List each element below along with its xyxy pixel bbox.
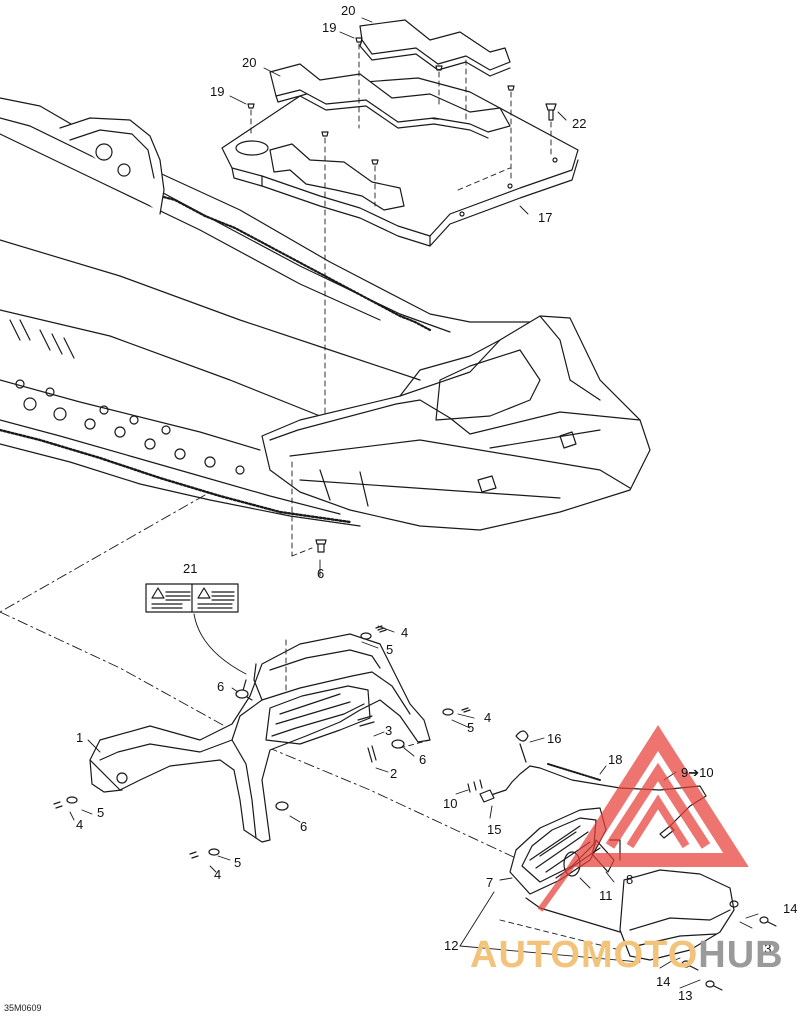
- callout-11: 11: [599, 888, 613, 903]
- warning-decal: [145, 583, 239, 613]
- callout-14-right: 14: [783, 901, 798, 916]
- callout-13-right: 13: [757, 941, 772, 956]
- callout-10: 10: [443, 796, 458, 811]
- callout-1: 1: [76, 730, 84, 745]
- rear-bumper-seat-base: [261, 315, 651, 531]
- bolt-6-upper: [315, 539, 327, 553]
- callout-9-to-10: 9➔10: [681, 765, 714, 780]
- callout-6-c: 6: [419, 752, 427, 767]
- retainer-bracket-middle: [269, 63, 511, 139]
- tunnel-chassis: [0, 97, 541, 527]
- callout-20-lower: 20: [242, 55, 257, 70]
- watermark-brand-part1: AUTOMOTO: [470, 934, 699, 976]
- retainer-bracket-lower: [269, 143, 405, 211]
- callout-18: 18: [608, 752, 623, 767]
- callout-6-d: 6: [300, 819, 308, 834]
- rivet-19-set: [247, 37, 515, 165]
- callout-22: 22: [572, 116, 587, 131]
- rear-grab-handle: [89, 633, 431, 843]
- callout-17: 17: [538, 210, 553, 225]
- watermark-text: AUTOMOTOHUB: [470, 935, 784, 975]
- callout-6-upper: 6: [317, 566, 325, 581]
- callout-8: 8: [626, 872, 634, 887]
- watermark-logo: [537, 725, 749, 912]
- callout-19-upper: 19: [322, 20, 337, 35]
- callout-2: 2: [390, 766, 398, 781]
- callout-12: 12: [444, 938, 459, 953]
- document-code: 35M0609: [4, 1003, 42, 1013]
- fastener-set-lower: [53, 625, 471, 859]
- callout-7: 7: [486, 875, 494, 890]
- callout-5-c: 5: [97, 805, 105, 820]
- screw-13-14-set: [681, 900, 777, 991]
- screw-22: [545, 103, 557, 121]
- callout-14-bottom: 14: [656, 974, 671, 989]
- callout-4-b: 4: [484, 710, 492, 725]
- callout-3: 3: [385, 723, 393, 738]
- callout-20-upper: 20: [341, 3, 356, 18]
- callout-19-lower: 19: [210, 84, 225, 99]
- callout-15: 15: [487, 822, 502, 837]
- callout-4-d: 4: [214, 867, 222, 882]
- callout-6-b: 6: [217, 679, 225, 694]
- retainer-bracket-upper: [359, 19, 511, 77]
- callout-4-a: 4: [401, 625, 409, 640]
- tail-light-assembly: [509, 807, 735, 961]
- callout-5-b: 5: [467, 720, 475, 735]
- callout-13-bottom: 13: [678, 988, 693, 1003]
- callout-16: 16: [547, 731, 562, 746]
- callout-4-c: 4: [76, 817, 84, 832]
- watermark-brand-part2: HUB: [698, 934, 784, 976]
- callout-21: 21: [183, 561, 198, 576]
- callout-5-a: 5: [386, 642, 394, 657]
- callout-5-d: 5: [234, 855, 242, 870]
